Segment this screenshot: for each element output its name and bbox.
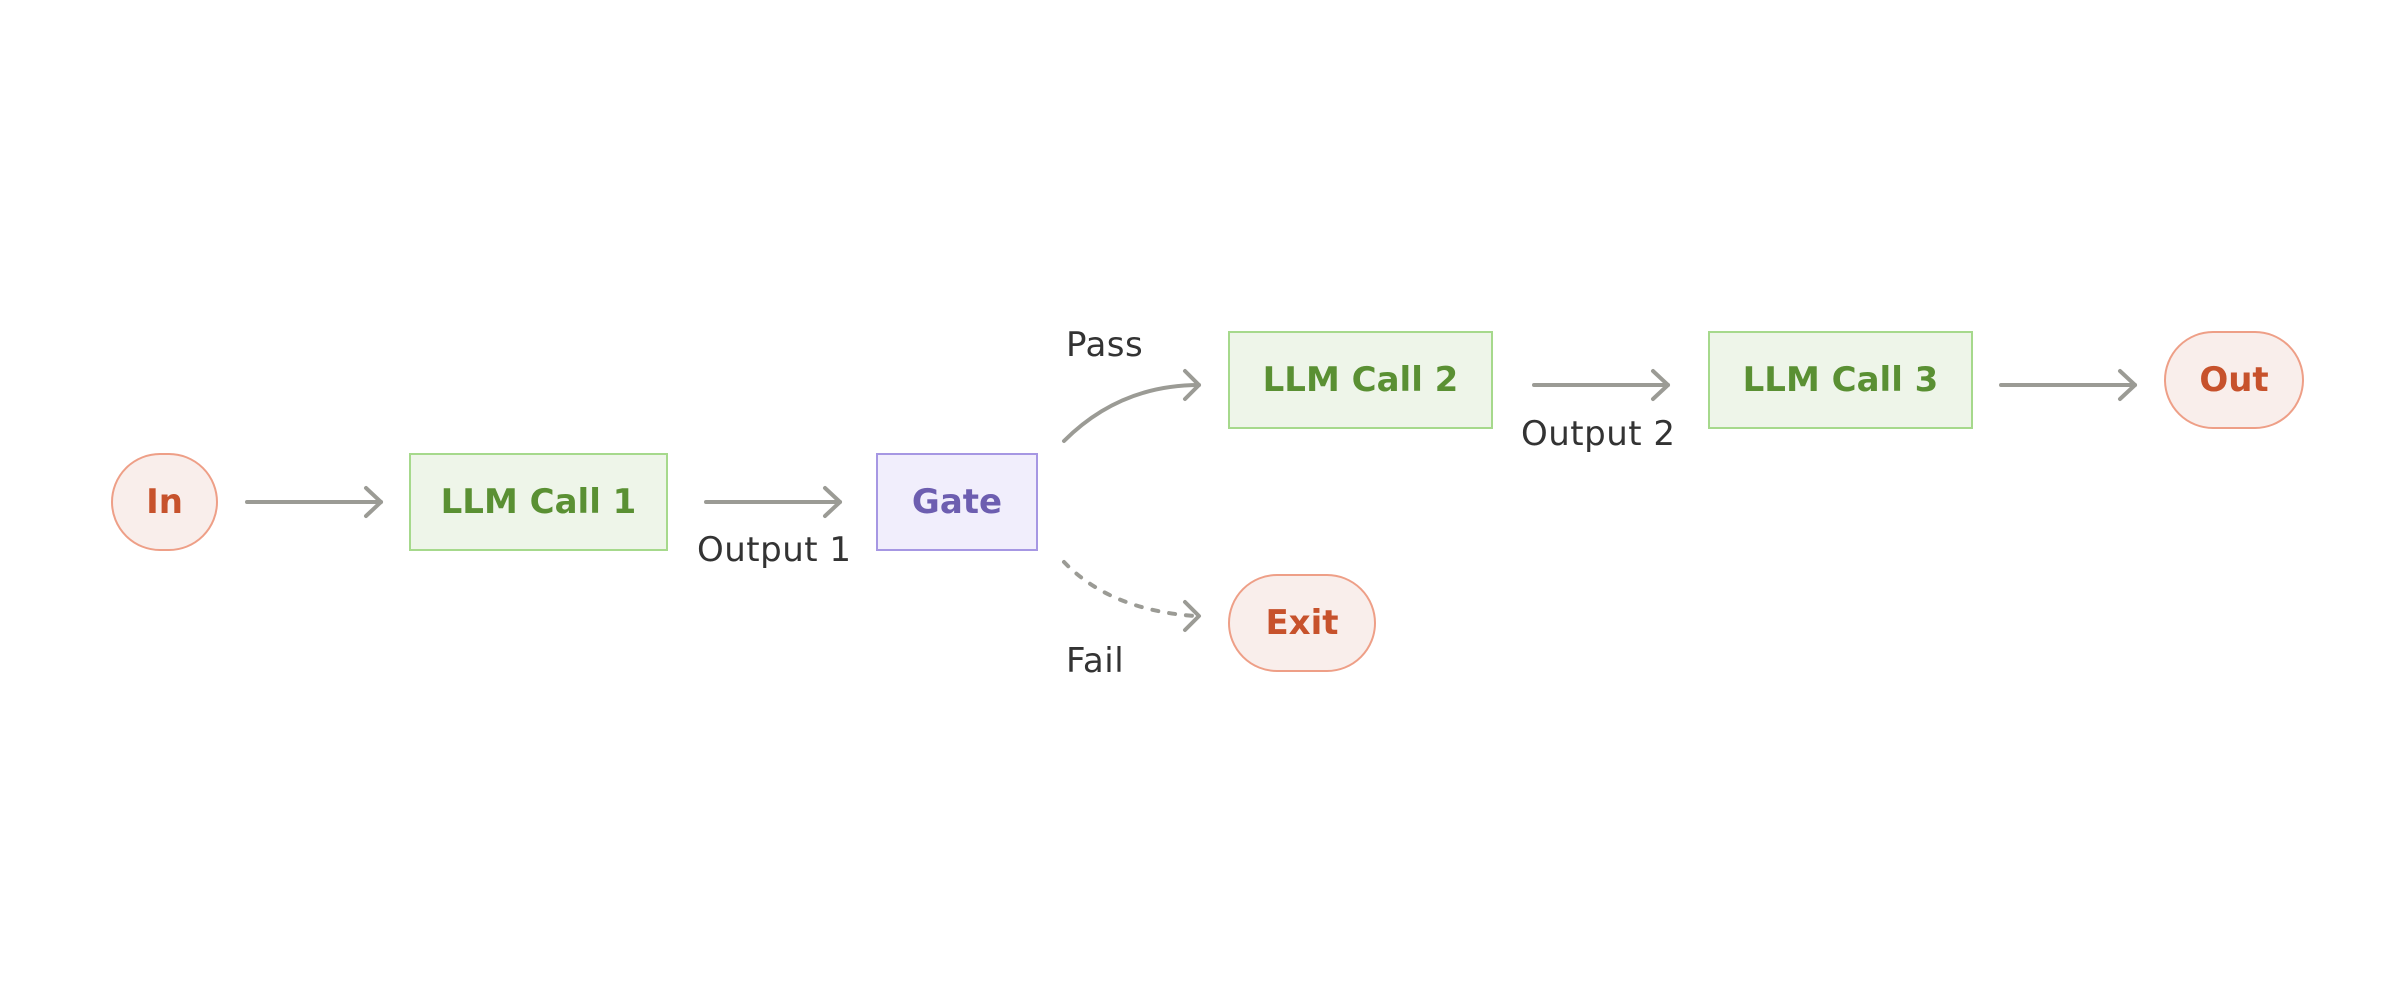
edge-label-fail: Fail: [1066, 641, 1125, 681]
arrow-llm-call-1-to-gate: [704, 486, 842, 518]
arrow-in-to-llm-call-1: [245, 486, 383, 518]
node-llm-call-3: LLM Call 3: [1708, 331, 1973, 429]
edge-label-output-2: Output 2: [1521, 414, 1676, 454]
edge-label-pass: Pass: [1066, 325, 1144, 365]
arrow-llm-call-2-to-llm-call-3: [1532, 369, 1670, 401]
node-out: Out: [2164, 331, 2304, 429]
node-exit: Exit: [1228, 574, 1376, 672]
node-in: In: [111, 453, 218, 551]
arrow-llm-call-3-to-out: [1999, 369, 2137, 401]
node-llm-call-1: LLM Call 1: [409, 453, 668, 551]
edge-label-output-1: Output 1: [697, 530, 852, 570]
node-llm-call-2: LLM Call 2: [1228, 331, 1493, 429]
arrow-gate-to-exit-fail: [1062, 560, 1201, 632]
node-gate: Gate: [876, 453, 1038, 551]
arrow-gate-to-llm-call-2-pass: [1062, 369, 1201, 443]
